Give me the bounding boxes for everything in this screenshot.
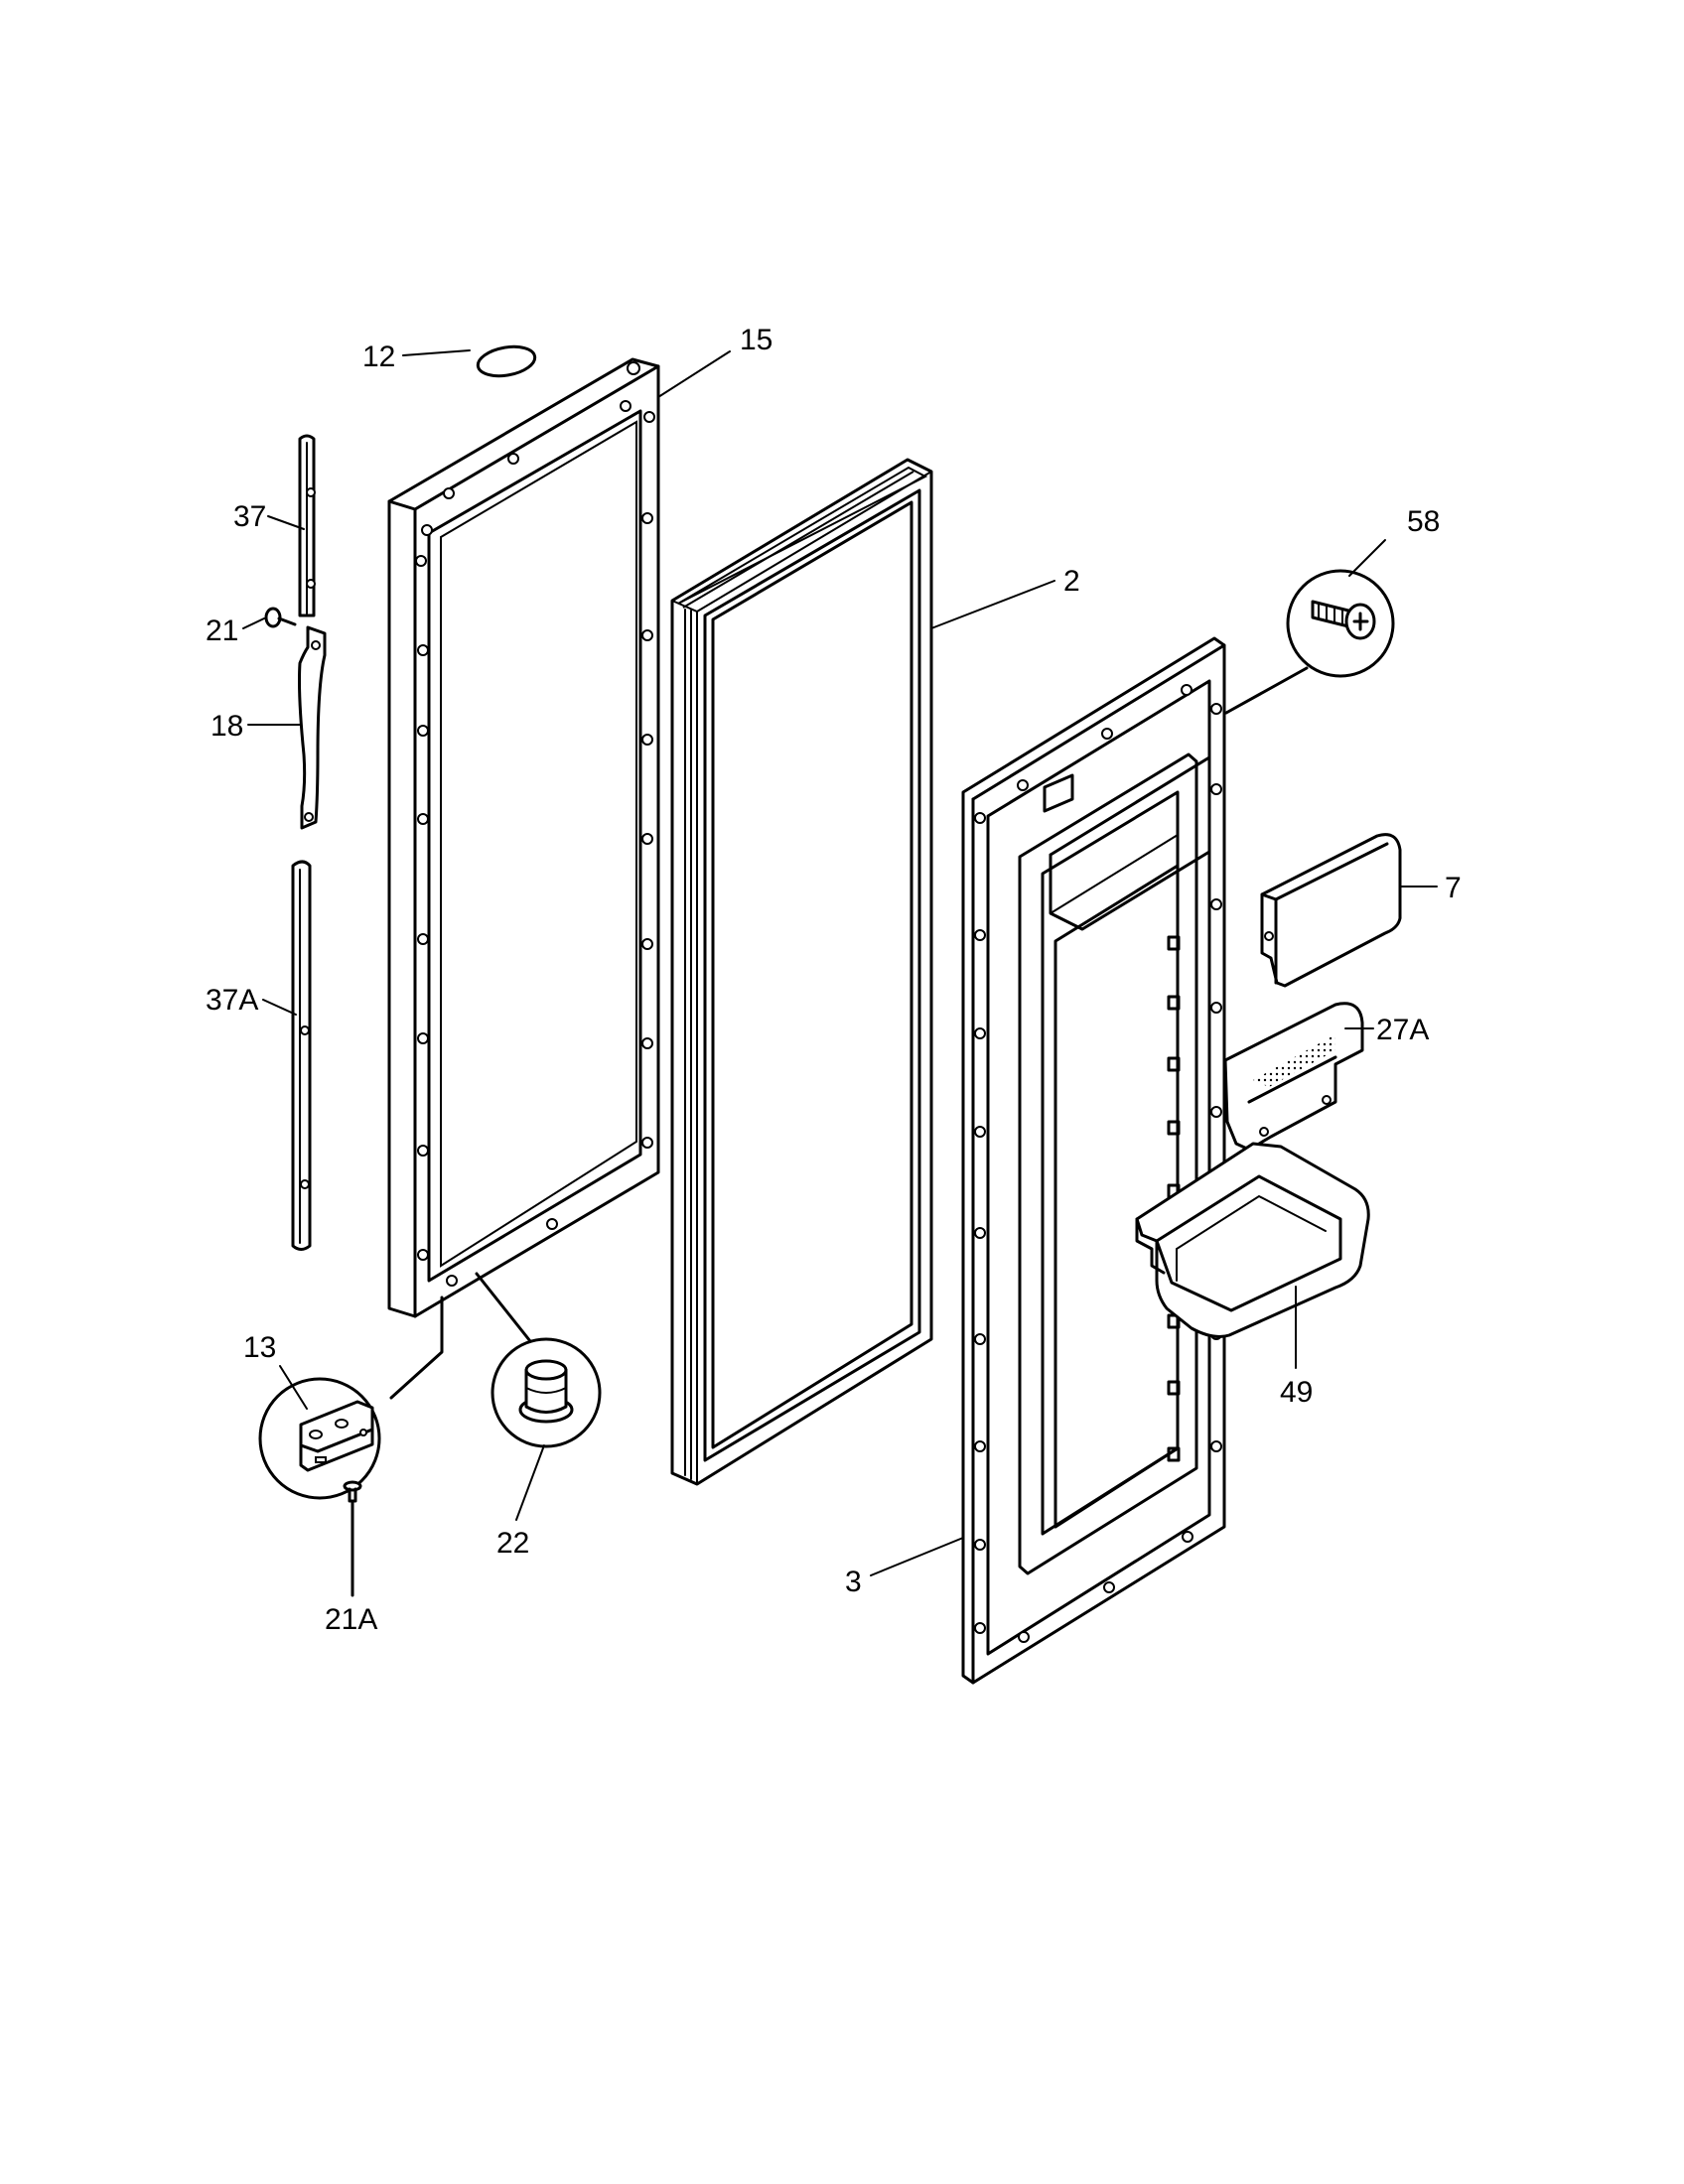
part-3-door-liner xyxy=(961,636,1226,1685)
part-49-bin xyxy=(1135,1142,1370,1338)
label-21: 21 xyxy=(206,614,238,647)
label-7: 7 xyxy=(1445,872,1462,904)
label-13: 13 xyxy=(243,1331,276,1364)
part-2-gasket xyxy=(670,458,933,1486)
label-2: 2 xyxy=(1063,565,1080,598)
label-37: 37 xyxy=(233,500,266,533)
part-12-plug xyxy=(476,344,537,378)
label-22: 22 xyxy=(496,1527,529,1560)
label-12: 12 xyxy=(362,341,395,373)
label-27a: 27A xyxy=(1376,1014,1429,1046)
part-15-door-frame xyxy=(387,357,660,1318)
part-37-upper-trim xyxy=(298,434,316,617)
part-7-cover xyxy=(1260,833,1402,988)
label-15: 15 xyxy=(740,324,772,356)
label-37a: 37A xyxy=(206,984,258,1017)
label-21a: 21A xyxy=(325,1603,377,1636)
part-58-screw-detail xyxy=(1224,569,1395,715)
part-22-bushing-detail xyxy=(475,1272,602,1448)
label-58: 58 xyxy=(1407,505,1440,538)
part-labels: 12 15 37 21 18 37A 2 58 7 27A 49 3 13 22… xyxy=(206,324,1462,1636)
part-18-handle xyxy=(298,625,327,830)
leader-lines xyxy=(242,349,1438,1576)
label-18: 18 xyxy=(210,710,243,743)
screw-icon xyxy=(1311,600,1376,640)
part-21-screw xyxy=(264,607,297,628)
label-3: 3 xyxy=(845,1566,862,1598)
part-27a-shelf-cover xyxy=(1223,1002,1364,1152)
part-13-bracket-detail xyxy=(258,1377,381,1503)
label-49: 49 xyxy=(1280,1376,1313,1409)
part-37a-lower-trim xyxy=(291,860,312,1251)
